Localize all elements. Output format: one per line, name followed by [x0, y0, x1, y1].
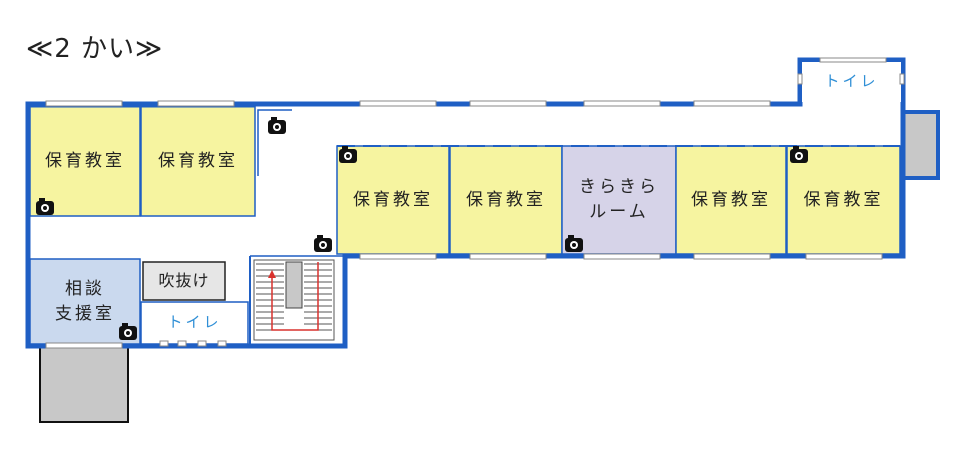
- camera-icon: [790, 146, 808, 163]
- room-label-classroom-5: 保育教室: [676, 146, 786, 254]
- consult-label-line2: 支援室: [55, 303, 115, 324]
- room-label-void: 吹抜け: [143, 262, 225, 300]
- classroom-label: 保育教室: [803, 189, 884, 210]
- room-classroom-2: [140, 105, 256, 217]
- room-label-toilet-top: トイレ: [802, 62, 901, 102]
- classroom-label: 保育教室: [45, 150, 125, 171]
- camera-icon: [36, 198, 54, 215]
- room-label-kirakira: きらきら ルーム: [562, 146, 676, 254]
- room-label-classroom-1: 保育教室: [30, 106, 140, 216]
- kirakira-label-line1: きらきら: [579, 177, 659, 198]
- room-label-consult: 相談 支援室: [30, 259, 140, 344]
- classroom-label: 保育教室: [466, 189, 546, 210]
- corridor-partition: [257, 109, 292, 176]
- classroom-label: 保育教室: [158, 150, 238, 171]
- room-classroom-3: [336, 145, 450, 255]
- room-label-classroom-3: 保育教室: [337, 146, 449, 254]
- room-toilet-top: [802, 62, 901, 102]
- camera-icon: [339, 146, 357, 163]
- room-label-classroom-6: 保育教室: [787, 146, 900, 254]
- room-label-toilet-bottom: トイレ: [141, 302, 248, 344]
- outside-area-bottom-left: [39, 345, 129, 423]
- room-kirakira: [561, 145, 677, 255]
- kirakira-label-line2: ルーム: [589, 202, 649, 222]
- toilet-label: トイレ: [167, 313, 222, 332]
- camera-icon: [565, 235, 583, 252]
- staircase: [253, 259, 335, 341]
- camera-icon: [314, 235, 332, 252]
- toilet-label: トイレ: [824, 72, 879, 91]
- stair-arrow: [271, 262, 319, 331]
- room-classroom-6: [786, 145, 901, 255]
- camera-icon: [268, 117, 286, 134]
- room-classroom-5: [675, 145, 787, 255]
- consult-label-line1: 相談: [65, 278, 105, 299]
- room-label-classroom-4: 保育教室: [450, 146, 562, 254]
- void-label: 吹抜け: [158, 271, 210, 291]
- outside-area-right: [898, 110, 940, 180]
- classroom-label: 保育教室: [691, 189, 771, 210]
- room-label-classroom-2: 保育教室: [141, 106, 255, 216]
- classroom-label: 保育教室: [353, 189, 433, 210]
- room-void: [142, 261, 226, 301]
- floor-title: ≪2 かい≫: [26, 34, 164, 64]
- room-toilet-bottom: [140, 301, 249, 345]
- room-classroom-1: [29, 105, 141, 217]
- camera-icon: [119, 323, 137, 340]
